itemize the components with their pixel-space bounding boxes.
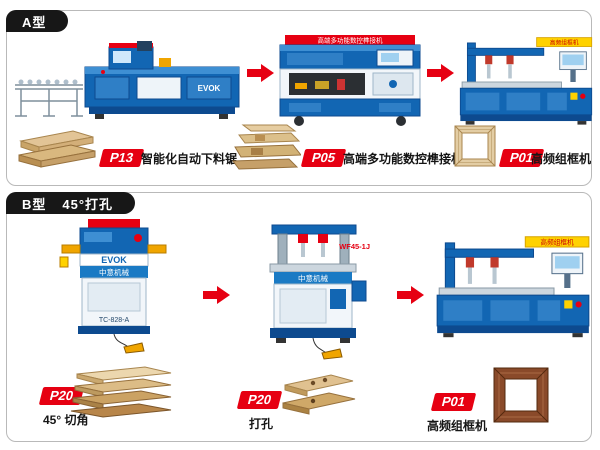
step-tag-p20: P20: [236, 391, 283, 409]
driller-band-text: 中意机械: [298, 273, 328, 283]
arrow-right-icon: [397, 285, 425, 305]
product-brown-frame-image: [489, 363, 553, 427]
section-a-header: A型: [6, 10, 69, 32]
product-frame-sample-image: [453, 123, 497, 169]
saw-brand-text: EVOK: [198, 84, 221, 93]
arrow-right-icon: [247, 63, 275, 83]
driller-model-text: WF45-1J: [339, 242, 370, 251]
cutter45-brand-text: EVOK: [101, 255, 127, 265]
section-type-b: B型 45°打孔 EVOK 中意机械 TC-828-A: [6, 192, 592, 442]
step-tag-text: P01: [440, 394, 468, 409]
machine-hf-frame-assembler-image: 高频组框机: [431, 233, 595, 343]
step-tag-p01: P01: [430, 393, 477, 411]
product-tenon-pieces-image: [229, 121, 301, 171]
product-wood-boards-image: [17, 125, 97, 169]
cutter45-band-text: 中意机械: [99, 267, 129, 277]
step-label: 高端多功能数控榫接机: [343, 152, 464, 166]
framer-banner-text: 高频组框机: [550, 38, 579, 46]
step-label: 45° 切角: [43, 413, 89, 427]
product-drilled-pieces-image: [279, 371, 357, 419]
step-tag-text: P13: [108, 150, 136, 165]
product-molding-stack-image: [69, 365, 175, 419]
machine-hf-frame-assembler-image: 高频组框机: [455, 37, 597, 127]
machine-45-corner-cutter-image: EVOK 中意机械 TC-828-A: [53, 219, 175, 361]
step-label: 高频组框机: [531, 152, 592, 166]
section-b-subtitle: 45°打孔: [62, 196, 114, 212]
machine-cnc-tenoner-image: 高端多功能数控榫接机: [277, 35, 423, 127]
machine-45-drilling-image: WF45-1J 中意机械: [259, 223, 373, 369]
step-label: 智能化自动下料锯: [141, 152, 238, 166]
arrow-right-icon: [427, 63, 455, 83]
step-tag-p13: P13: [98, 149, 145, 167]
tenoner-banner-text: 高端多功能数控榫接机: [318, 36, 384, 45]
framer-banner-text: 高频组框机: [540, 237, 574, 246]
cutter45-model-text: TC-828-A: [99, 317, 130, 324]
section-a-title: A型: [22, 14, 47, 30]
machine-auto-cutting-saw-image: EVOK: [13, 41, 243, 125]
step-tag-p05: P05: [300, 149, 347, 167]
section-b-title: B型: [22, 196, 47, 212]
section-b-header: B型 45°打孔: [6, 192, 136, 214]
section-type-a: A型: [6, 10, 593, 186]
step-tag-text: P20: [246, 392, 274, 407]
step-label: 打孔: [249, 417, 274, 431]
step-tag-text: P05: [310, 150, 338, 165]
arrow-right-icon: [203, 285, 231, 305]
step-label: 高频组框机: [427, 419, 488, 433]
